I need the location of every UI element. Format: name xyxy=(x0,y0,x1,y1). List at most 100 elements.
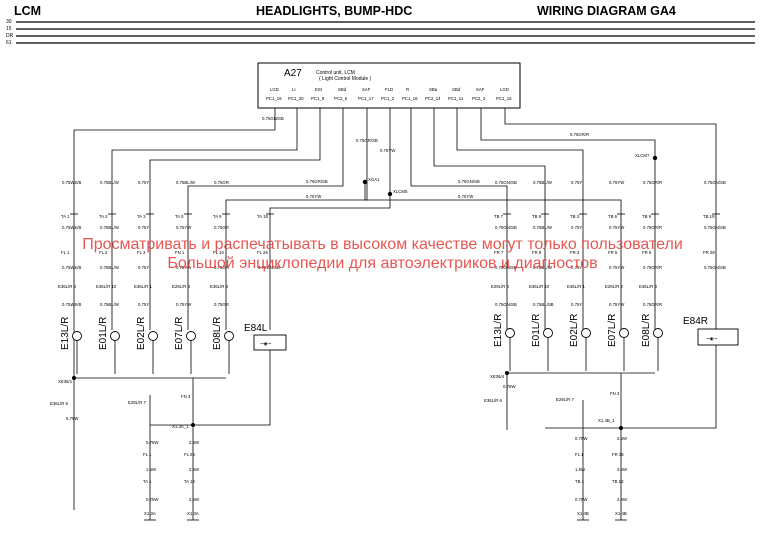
cu-pin-func-0: LGD xyxy=(270,87,279,92)
left-splice2-label: X1.3A_1 xyxy=(172,424,189,429)
left-col-3-wire1: 0.75BL/W xyxy=(176,180,196,185)
right-col-4-connector: TB 9 xyxy=(642,214,652,219)
left-ta2-label: TA 12 xyxy=(184,479,196,484)
left-col-0-wire1: 0.75WS/B xyxy=(62,180,81,185)
left-col-0-wire4: 0.75WS/B xyxy=(62,302,81,307)
wire-pc2-5 xyxy=(187,108,344,330)
left-col-5-connector: TA 18 xyxy=(257,214,269,219)
left-col-0-bulb xyxy=(72,331,82,341)
left-splice2-dot xyxy=(191,423,195,427)
cu-pin-func-4: SAF xyxy=(362,87,371,92)
left-col-4-wire2: 0.75GR xyxy=(214,225,229,230)
wire-pc1-11 xyxy=(456,108,584,330)
left-splice-dot xyxy=(72,376,76,380)
left-fl-label: FL 1 xyxy=(143,452,152,457)
left-col-4-wire3: 0.75GR xyxy=(214,265,229,270)
control-unit-pins: LGDPC1_19LIPC1_20EStPC1_8SBdPC2_5SAFPC1_… xyxy=(266,87,512,101)
left-col-2-connector: TA 3 xyxy=(137,214,146,219)
right-node2-label: E29L/R 7 xyxy=(556,397,575,402)
right-col-4-node: E36L/R 3 xyxy=(639,284,658,289)
left-col-2-fuse: FL 3 xyxy=(137,250,146,255)
right-col-4-fuse: FR 6 xyxy=(642,250,652,255)
right-col-1-bulb xyxy=(543,328,553,338)
cu-pin-func-5: FLD xyxy=(385,87,393,92)
right-col-3-wire4: 0.75YW xyxy=(609,302,625,307)
left-col-2-wire4: 0.75Y xyxy=(138,302,149,307)
wire-label-top3: 0.75YW xyxy=(380,148,396,153)
cu-pin-id-7: PC2_14 xyxy=(425,96,441,101)
left-col-4-node: E36L/R 3 xyxy=(210,284,229,289)
left-ta-label: TA 1 xyxy=(143,479,152,484)
right-col-3-bulb xyxy=(619,328,629,338)
right-col-5-fuse: FR 29 xyxy=(703,250,715,255)
left-col-5-fuse: FL 26 xyxy=(257,250,268,255)
cu-pin-id-9: PC2_3 xyxy=(472,96,486,101)
right-ground-wire-label: 0.75W xyxy=(503,384,516,389)
right-col-0-wire1: 0.75GN/SB xyxy=(495,180,517,185)
cu-pin-id-10: PC1_15 xyxy=(496,96,512,101)
wire-pc1-19 xyxy=(73,108,276,510)
right-wire-f: 2.5W xyxy=(617,497,628,502)
left-col-3-wire4: 0.75YW xyxy=(176,302,192,307)
left-col-1-wire2: 0.75BL/W xyxy=(100,225,120,230)
wire-label-left-branch2: 0.75YW xyxy=(306,194,322,199)
left-col-1-wire3: 0.75BL/W xyxy=(100,265,120,270)
left-col-3-wire3: 0.75YW xyxy=(176,265,192,270)
left-col-2-wire1: 0.75Y xyxy=(138,180,149,185)
rail-label-15: 15 xyxy=(6,26,12,32)
cu-pin-id-0: PC1_19 xyxy=(266,96,282,101)
right-col-4-component-label: E08L/R xyxy=(641,314,652,347)
right-ground-wiring xyxy=(506,345,717,521)
lamp-box-left-label: E84L xyxy=(244,323,268,334)
right-col-1-wire2: 0.75BL/W xyxy=(533,225,553,230)
left-col-5-wire3: 0.75GN/SB xyxy=(258,265,280,270)
lamp-box-left-symbol: ⊸◉⊸ xyxy=(260,341,271,346)
wire-label-top2: 0.75GR/SB xyxy=(356,138,378,143)
right-ground-1: X1.4B xyxy=(577,511,589,516)
right-col-0-wire4: 0.75GN/SB xyxy=(495,302,517,307)
right-col-5-wire1: 0.75GN/SB xyxy=(704,180,726,185)
control-unit-id: A27 xyxy=(284,68,302,79)
left-col-4-fuse: FL 10 xyxy=(213,250,224,255)
right-ta-label: TB 1 xyxy=(575,479,585,484)
right-col-2-node: E36L/R 1 xyxy=(567,284,586,289)
right-col-2-component-label: E02L/R xyxy=(569,314,580,347)
left-col-0-wire3: 0.75WS/B xyxy=(62,265,81,270)
cu-pin-id-1: PC1_20 xyxy=(288,96,304,101)
right-col-0-fuse: FR 7 xyxy=(494,250,504,255)
left-col-1-wire1: 0.75BL/W xyxy=(100,180,120,185)
wire-label-top4: 0.75GR/R xyxy=(570,132,589,137)
right-col-0-node: E29L/R 4 xyxy=(491,284,510,289)
left-col-0-connector: TA 1 xyxy=(61,214,70,219)
left-col-0-fuse: FL 1 xyxy=(61,250,70,255)
left-col-2-component-label: E02L/R xyxy=(136,317,147,350)
left-col-0-wire2: 0.75WS/B xyxy=(62,225,81,230)
cu-pin-id-3: PC2_5 xyxy=(334,96,348,101)
right-col-3-wire2: 0.75YW xyxy=(609,225,625,230)
right-col-1-fuse: FR 8 xyxy=(532,250,542,255)
right-col-1-component-label: E01L/R xyxy=(531,314,542,347)
left-col-4-connector: TA 9 xyxy=(213,214,222,219)
left-col-1-bulb xyxy=(110,331,120,341)
left-col-0-component-label: E13L/R xyxy=(60,317,71,350)
right-col-1-node: E36L/R 10 xyxy=(529,284,550,289)
watermark-line-1: Просматривать и распечатывать в высоком … xyxy=(82,236,683,253)
right-col-2-wire3: 0.75Y xyxy=(571,265,582,270)
left-col-1-component-label: E01L/R xyxy=(98,317,109,350)
left-lamp-ground xyxy=(150,350,271,426)
right-col-0-component-label: E13L/R xyxy=(493,314,504,347)
right-splice-label: XE36/4 xyxy=(490,374,505,379)
cu-pin-func-7: SBa xyxy=(429,87,438,92)
right-wire-c: 1.5W xyxy=(575,467,586,472)
watermark-line-2: Большой энциклопедии для автоэлектриков … xyxy=(167,255,598,272)
lamp-box-right-symbol: ⊸◉⊸ xyxy=(706,336,717,341)
right-col-3-wire3: 0.75YW xyxy=(609,265,625,270)
right-col-2-wire1: 0.75Y xyxy=(571,180,582,185)
left-fl2-label: FL 25 xyxy=(184,452,195,457)
right-splice2-dot xyxy=(619,426,623,430)
left-wire-a: 0.75W xyxy=(146,440,159,445)
cu-pin-id-2: PC1_8 xyxy=(311,96,325,101)
right-col-2-connector: TB 3 xyxy=(570,214,580,219)
cu-pin-func-9: SAF xyxy=(476,87,485,92)
